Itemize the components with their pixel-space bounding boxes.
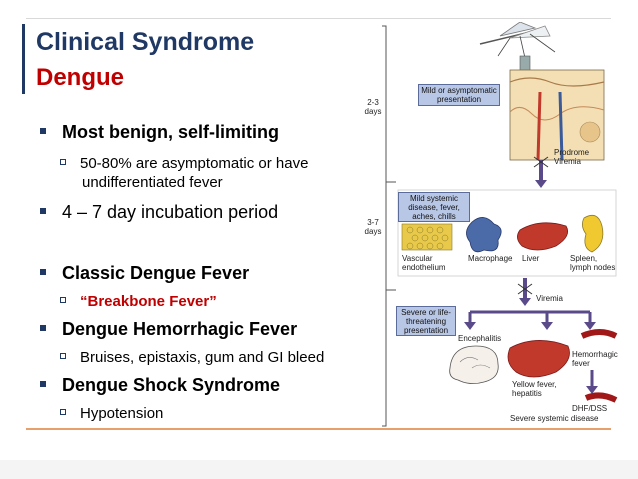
mosquito-icon xyxy=(479,22,556,73)
systemic-band xyxy=(397,189,617,277)
bullet-item: Most benign, self-limiting xyxy=(40,122,279,143)
sub-bullet-text: “Breakbone Fever” xyxy=(80,293,217,310)
timeline-bracket xyxy=(382,25,387,427)
encephalitis-label: Encephalitis xyxy=(458,334,502,343)
brain-image xyxy=(449,345,499,384)
mild-presentation-box: Mild or asymptomatic presentation xyxy=(418,84,500,106)
days-label-2: 3-7 days xyxy=(364,218,382,236)
sub-bullet-item: Hypotension xyxy=(60,404,380,423)
slide-title: Clinical Syndrome xyxy=(36,28,255,56)
diagram-graphics xyxy=(382,22,618,427)
liver-label: Liver xyxy=(522,254,540,263)
top-divider xyxy=(26,18,611,19)
hemorrhagic-label: Hemorrhagic fever xyxy=(572,350,618,368)
sub-bullet-item: 50-80% are asymptomatic or have undiffere… xyxy=(60,154,380,192)
bullet-text: 4 – 7 day incubation period xyxy=(62,202,279,222)
severe-presentation-box: Severe or life-threatening presentation xyxy=(396,306,456,336)
title-accent-bar xyxy=(22,24,25,94)
viremia-label: Viremia xyxy=(536,294,563,303)
square-bullet-icon xyxy=(40,269,46,276)
footer-strip xyxy=(0,460,638,479)
spleen-image xyxy=(582,214,604,253)
slide-subtitle: Dengue xyxy=(36,64,125,91)
hollow-square-bullet-icon xyxy=(60,409,66,416)
square-bullet-icon xyxy=(40,381,46,388)
sub-bullet-continuation: undifferentiated fever xyxy=(82,174,223,191)
bullet-text: Classic Dengue Fever xyxy=(62,263,250,283)
sub-bullet-text: 50-80% are asymptomatic or have xyxy=(80,155,309,172)
severe-systemic-label: Severe systemic disease xyxy=(510,414,599,423)
hollow-square-bullet-icon xyxy=(60,297,66,304)
blood-vessel-image xyxy=(580,329,618,339)
square-bullet-icon xyxy=(40,208,46,215)
days-label-1: 2-3 days xyxy=(364,98,382,116)
bullet-item: Dengue Hemorrhagic Fever xyxy=(40,319,297,340)
bullet-text: Most benign, self-limiting xyxy=(62,122,279,142)
spleen-label: Spleen, lymph nodes xyxy=(570,254,616,272)
dhf-label: DHF/DSS xyxy=(572,404,608,413)
bullet-text: Dengue Shock Syndrome xyxy=(62,375,281,395)
vascular-endothelium-image xyxy=(401,223,453,251)
vascular-label: Vascular endothelium xyxy=(402,254,446,272)
sub-bullet-item: “Breakbone Fever” xyxy=(60,292,380,311)
sub-bullet-text: Bruises, epistaxis, gum and GI bleed xyxy=(80,349,325,366)
hollow-square-bullet-icon xyxy=(60,353,66,360)
square-bullet-icon xyxy=(40,325,46,332)
skin-section-image xyxy=(509,69,605,161)
liver-hepatitis-image xyxy=(507,340,570,378)
bullet-item: Classic Dengue Fever xyxy=(40,263,249,284)
macrophage-label: Macrophage xyxy=(468,254,513,263)
bottom-divider xyxy=(26,428,611,430)
systemic-disease-box: Mild systemic disease, fever, aches, chi… xyxy=(398,192,470,222)
yellow-fever-label: Yellow fever, hepatitis xyxy=(512,380,557,398)
liver-image xyxy=(517,222,569,251)
square-bullet-icon xyxy=(40,128,46,135)
bullet-item: Dengue Shock Syndrome xyxy=(40,375,280,396)
bullet-item: 4 – 7 day incubation period xyxy=(40,202,278,223)
bullet-text: Dengue Hemorrhagic Fever xyxy=(62,319,298,339)
sub-bullet-item: Bruises, epistaxis, gum and GI bleed xyxy=(60,348,380,367)
sub-bullet-text: Hypotension xyxy=(80,405,164,422)
hollow-square-bullet-icon xyxy=(60,159,66,166)
macrophage-image xyxy=(466,217,502,253)
prodrome-label: Prodrome Viremia xyxy=(554,148,590,166)
dengue-pathogenesis-diagram: 2-3 days 3-7 days Mild or asymptomatic p… xyxy=(360,22,620,432)
